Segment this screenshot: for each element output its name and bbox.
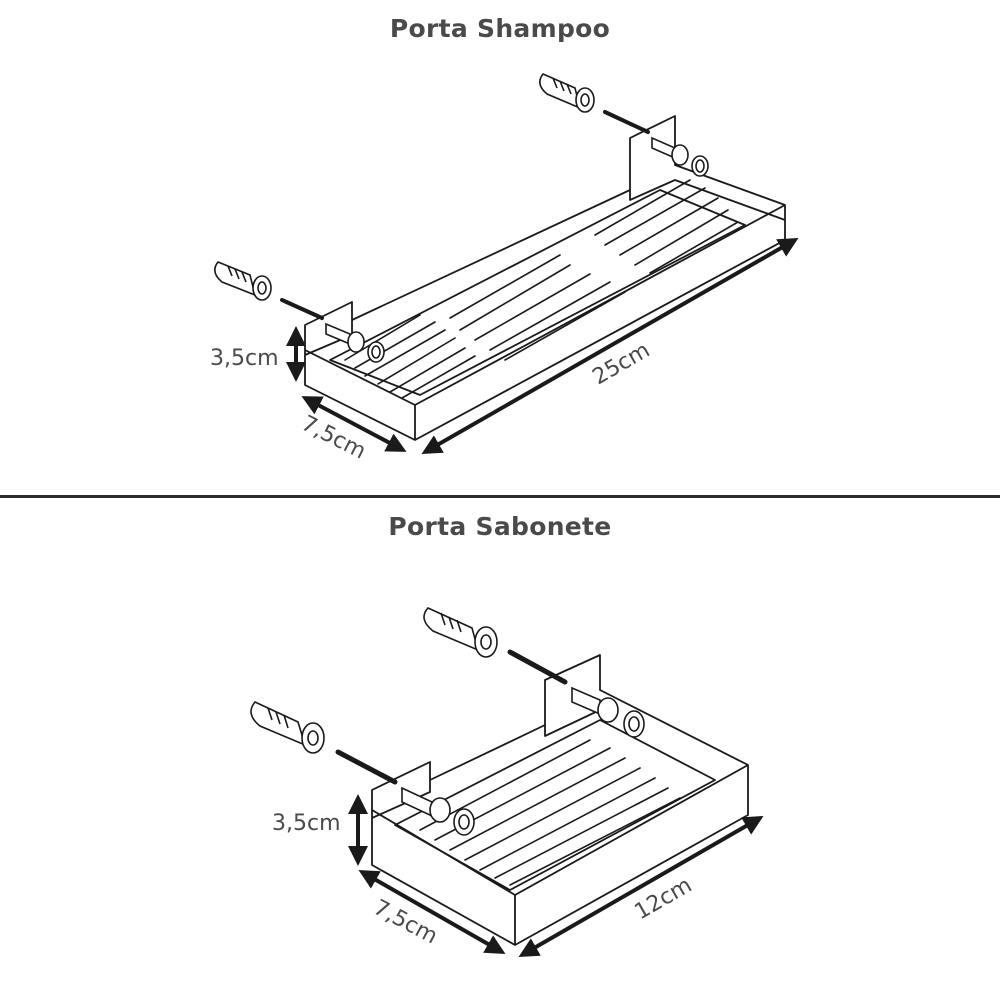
- shampoo-left-bolt: [325, 322, 385, 363]
- shampoo-length-label: 25cm: [589, 338, 655, 390]
- shampoo-height-label: 3,5cm: [210, 346, 279, 371]
- soap-length-arrow: [518, 816, 764, 957]
- soap-length-label: 12cm: [631, 873, 697, 925]
- soap-right-screw: [507, 649, 568, 685]
- shampoo-length-arrow: [421, 238, 799, 454]
- shampoo-right-screw: [603, 110, 650, 134]
- soap-left-screw: [335, 749, 398, 785]
- soap-right-bolt: [571, 686, 645, 738]
- soap-dimension-arrows: [348, 794, 764, 957]
- shampoo-left-screw: [280, 298, 324, 320]
- soap-title: Porta Sabonete: [388, 512, 612, 541]
- shampoo-left-wall-plug: [214, 261, 272, 301]
- shampoo-right-bolt: [651, 136, 709, 177]
- soap-left-wall-plug: [250, 701, 325, 754]
- shampoo-depth-arrow: [301, 396, 407, 452]
- soap-depth-label: 7,5cm: [369, 895, 441, 949]
- soap-holder-diagram: 3,5cm 7,5cm 12cm: [250, 607, 764, 957]
- section-divider: [0, 495, 1000, 498]
- soap-left-bolt: [401, 786, 475, 836]
- soap-depth-arrow: [358, 870, 506, 954]
- soap-right-wall-plug: [423, 607, 498, 658]
- shampoo-title: Porta Shampoo: [389, 14, 611, 43]
- soap-height-label: 3,5cm: [272, 811, 341, 836]
- shampoo-shelf: [304, 115, 786, 441]
- shampoo-right-wall-plug: [539, 73, 595, 113]
- shampoo-holder-diagram: 3,5cm 7,5cm 25cm: [210, 73, 799, 464]
- shampoo-depth-label: 7,5cm: [297, 411, 369, 464]
- shampoo-dimension-arrows: [286, 238, 799, 454]
